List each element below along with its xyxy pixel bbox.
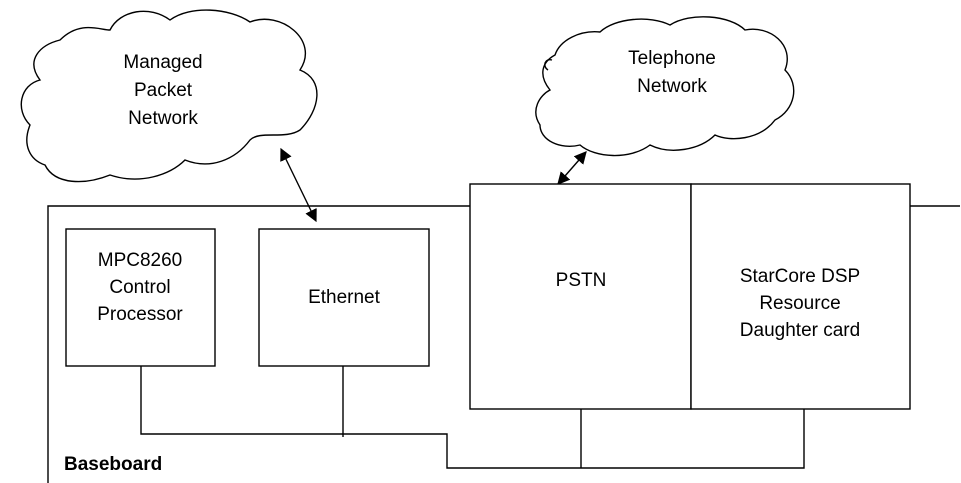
pstn-label: PSTN: [556, 270, 607, 291]
managed-cloud-line-1: Managed: [123, 52, 202, 73]
starcore-line-3: Daughter card: [740, 320, 860, 341]
managed-packet-network-cloud: [20, 9, 318, 183]
baseboard-label: Baseboard: [64, 454, 162, 475]
ethernet-label: Ethernet: [308, 287, 381, 308]
mpc-line-3: Processor: [97, 304, 183, 325]
pstn-block: [469, 183, 692, 410]
ethernet-block: [258, 228, 430, 367]
starcore-block: [690, 183, 911, 410]
mpc-line-2: Control: [109, 277, 170, 298]
managed-cloud-line-3: Network: [128, 108, 198, 129]
telephone-network-link-arrow: [557, 151, 587, 185]
baseboard-outline: [47, 205, 960, 483]
starcore-line-2: Resource: [759, 293, 840, 314]
control-bus-line: [140, 366, 805, 469]
telephone-cloud-line-1: Telephone: [628, 48, 716, 69]
mpc8260-block: [65, 228, 216, 367]
mpc-line-1: MPC8260: [98, 250, 183, 271]
telephone-network-cloud: [535, 16, 795, 157]
telephone-cloud-line-2: Network: [637, 76, 707, 97]
telephone-cloud-tail: [544, 58, 553, 71]
managed-cloud-line-2: Packet: [134, 80, 193, 101]
packet-network-link-arrow: [280, 147, 317, 223]
starcore-line-1: StarCore DSP: [740, 266, 860, 287]
